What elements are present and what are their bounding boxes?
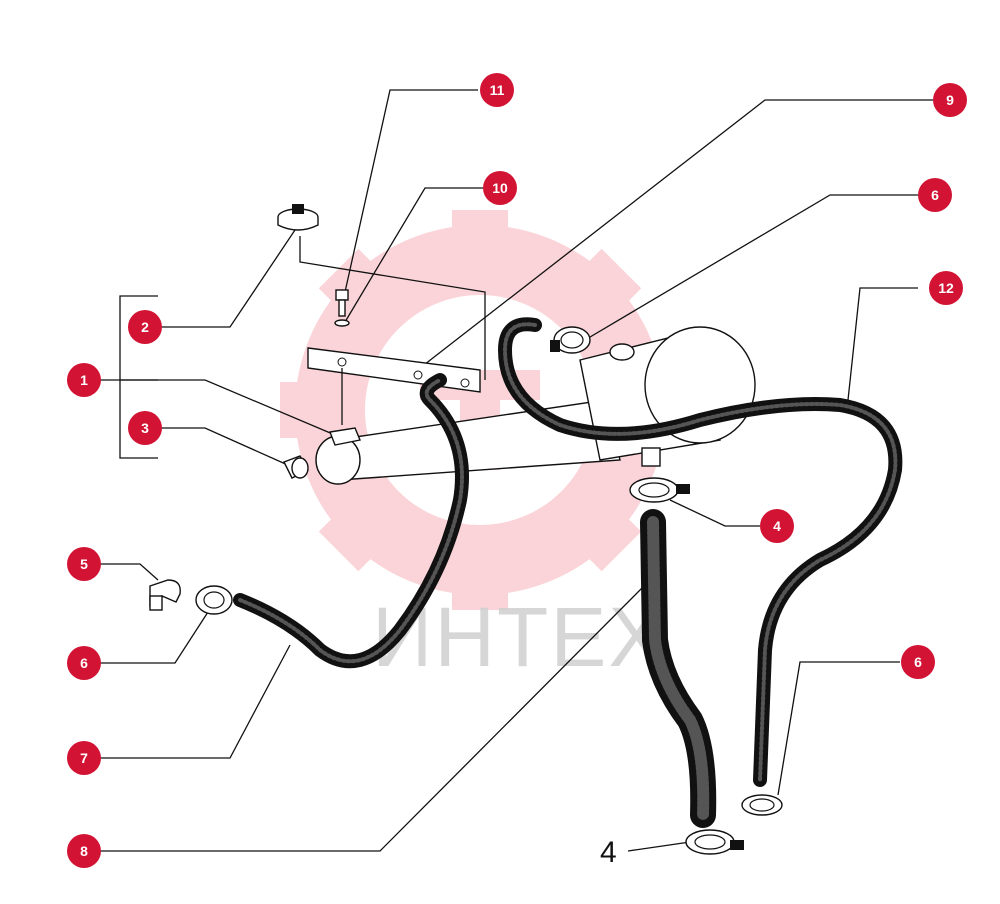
svg-text:4: 4 xyxy=(773,518,781,534)
callout-11: 11 9 xyxy=(933,83,967,117)
wing-nut-part xyxy=(277,204,319,231)
callout-7: 7 xyxy=(67,741,101,775)
callout-9: 11 xyxy=(480,73,514,107)
callout-12: 12 xyxy=(929,271,963,305)
callout-6-right: 6 xyxy=(901,645,935,679)
plain-label-4: 4 xyxy=(600,836,617,869)
callout-3: 3 xyxy=(128,411,162,445)
clamp-4-upper xyxy=(629,477,690,503)
drain-plug-part xyxy=(283,455,309,479)
svg-text:2: 2 xyxy=(141,319,149,335)
hoses xyxy=(233,317,903,828)
bolt-part xyxy=(334,289,350,327)
clamp-6-right xyxy=(741,794,783,816)
callout-8: 8 xyxy=(67,834,101,868)
callout-6-top: 6 xyxy=(918,178,952,212)
svg-text:6: 6 xyxy=(914,654,922,670)
clamp-6-top xyxy=(550,326,591,354)
callout-1: 1 xyxy=(67,363,101,397)
callout-2: 2 xyxy=(128,310,162,344)
hose-clamps xyxy=(195,326,783,855)
leader-lines xyxy=(98,89,935,852)
svg-text:9: 9 xyxy=(946,92,954,108)
clamp-4-lower xyxy=(685,829,744,855)
callout-4-upper: 4 xyxy=(760,509,794,543)
svg-text:5: 5 xyxy=(80,556,88,572)
svg-text:3: 3 xyxy=(141,420,149,436)
svg-text:10: 10 xyxy=(492,180,508,196)
svg-text:12: 12 xyxy=(938,280,954,296)
clamp-6-left xyxy=(195,585,233,615)
callout-5: 5 xyxy=(67,547,101,581)
svg-text:6: 6 xyxy=(931,187,939,203)
svg-text:11: 11 xyxy=(490,82,505,98)
svg-text:1: 1 xyxy=(80,372,88,388)
callout-10: 10 xyxy=(483,171,517,205)
callout-6-left: 6 xyxy=(67,646,101,680)
svg-text:6: 6 xyxy=(80,655,88,671)
svg-text:7: 7 xyxy=(80,750,88,766)
svg-text:8: 8 xyxy=(80,843,88,859)
elbow-fitting-part xyxy=(149,579,181,611)
callouts: 11 10 11 9 6 12 2 1 3 xyxy=(67,73,967,868)
